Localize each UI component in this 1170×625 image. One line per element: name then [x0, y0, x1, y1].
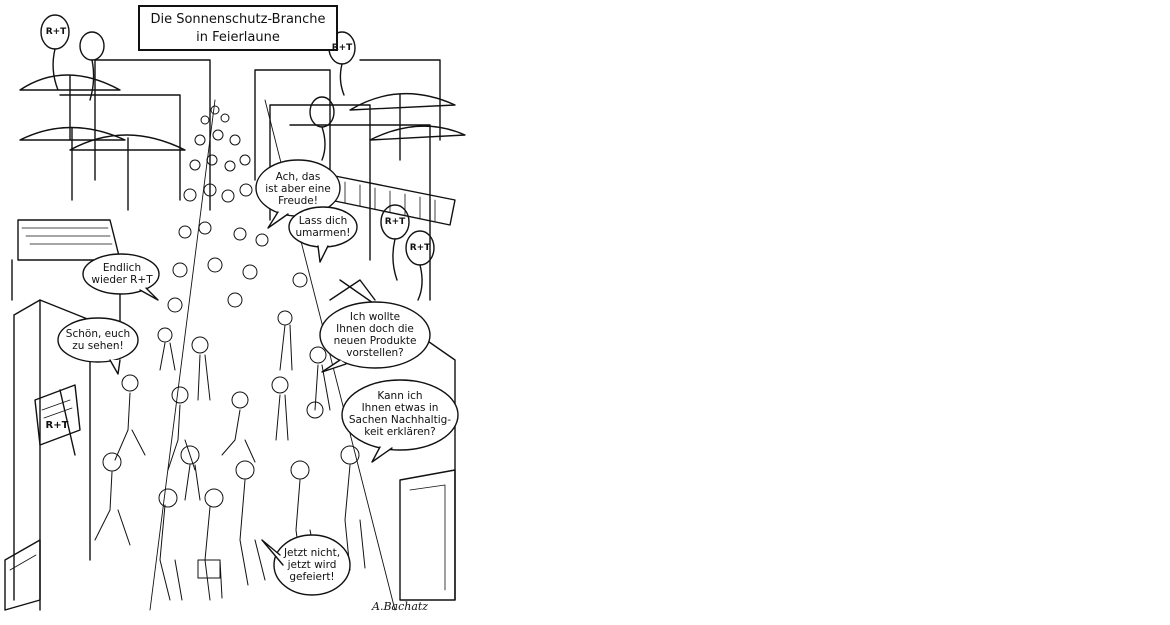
balloon-label: R+T	[384, 217, 406, 227]
bubble-line: Freude!	[278, 195, 318, 207]
bubble-line: keit erklären?	[364, 426, 436, 438]
bubble-line: Ihnen doch die	[336, 323, 414, 335]
speech-bubble-kann-ich: Kann ich Ihnen etwas in Sachen Nachhalti…	[344, 390, 456, 438]
bubble-line: neuen Produkte	[333, 335, 417, 347]
balloon-label: R+T	[409, 243, 431, 253]
bubble-line: Sachen Nachhaltig-	[348, 414, 452, 426]
speech-bubble-jetzt-nicht: Jetzt nicht, jetzt wird gefeiert!	[276, 547, 348, 583]
bubble-line: gefeiert!	[289, 571, 335, 583]
speech-bubble-ich-wollte: Ich wollte Ihnen doch die neuen Produkte…	[322, 311, 428, 359]
bubble-line: Endlich	[102, 262, 142, 274]
speech-bubble-schoen: Schön, euch zu sehen!	[58, 328, 138, 352]
cartoon-drawing	[4, 14, 466, 611]
sign-line-1: Die Sonnenschutz-Branche	[150, 12, 326, 27]
bubble-line: Ach, das	[275, 171, 321, 183]
bubble-line: ist aber eine	[265, 183, 331, 195]
sign-line-2: in Feierlaune	[196, 30, 280, 45]
bubble-line: Lass dich	[298, 215, 348, 227]
bubble-line: Schön, euch	[65, 328, 131, 340]
bubble-line: Ihnen etwas in	[361, 402, 439, 414]
bubble-line: umarmen!	[295, 227, 351, 239]
bubble-line: Ich wollte	[349, 311, 401, 323]
artist-signature: A.Bachatz	[372, 600, 429, 613]
bubble-line: jetzt wird	[287, 559, 337, 571]
speech-bubble-ach-das: Ach, das ist aber eine Freude!	[256, 171, 340, 207]
bubble-line: Kann ich	[377, 390, 423, 402]
bubble-line: vorstellen?	[346, 347, 404, 359]
speech-bubble-endlich: Endlich wieder R+T	[84, 262, 160, 286]
cartoon-illustration: Die Sonnenschutz-Branche in Feierlaune R…	[0, 0, 470, 620]
event-sign: Die Sonnenschutz-Branche in Feierlaune	[138, 5, 338, 51]
balloon-label: R+T	[45, 27, 67, 37]
balloon-label: R+T	[331, 43, 353, 53]
flag-label: R+T	[45, 420, 69, 431]
bubble-line: wieder R+T	[91, 274, 153, 286]
bubble-line: zu sehen!	[72, 340, 124, 352]
speech-bubble-lass-dich: Lass dich umarmen!	[290, 215, 356, 239]
bubble-line: Jetzt nicht,	[283, 547, 341, 559]
